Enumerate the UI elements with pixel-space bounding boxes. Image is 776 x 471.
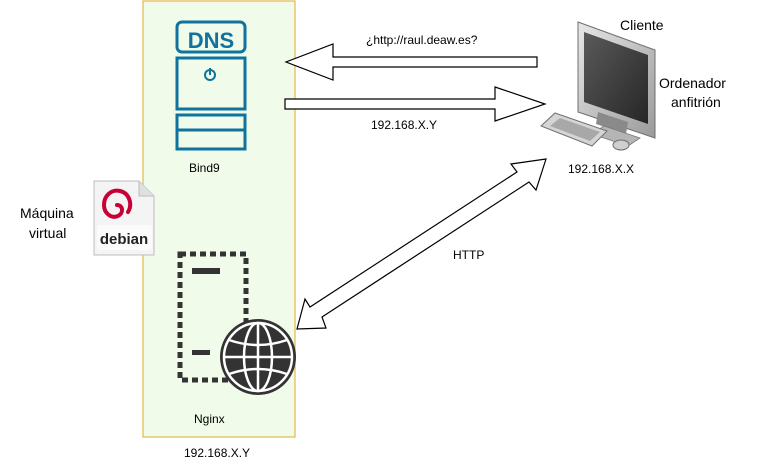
vm-label-line1: Máquina: [20, 205, 74, 221]
dns-server-name: Bind9: [189, 161, 220, 175]
dns-reply-label: 192.168.X.Y: [371, 118, 438, 132]
dns-query-arrow: [284, 43, 538, 81]
web-server-name: Nginx: [194, 412, 225, 426]
http-bidirectional-arrow: [296, 158, 547, 330]
client-role-line2: anfitrión: [671, 94, 721, 110]
dns-server-icon: [175, 20, 247, 151]
dns-badge-text: DNS: [188, 28, 234, 53]
client-title: Cliente: [620, 17, 664, 33]
dns-reply-arrow: [284, 86, 547, 122]
client-computer-icon: [540, 21, 656, 151]
vm-label-line2: virtual: [29, 225, 67, 241]
client-ip-address: 192.168.X.X: [568, 162, 635, 176]
web-server-icon: [177, 251, 296, 395]
client-role-line1: Ordenador: [659, 75, 726, 91]
vm-ip-address: 192.168.X.Y: [184, 446, 251, 460]
dns-query-label: ¿http://raul.deaw.es?: [366, 33, 478, 47]
debian-logo-text: debian: [100, 231, 148, 248]
debian-logo-icon: debian: [93, 180, 155, 256]
http-label: HTTP: [453, 248, 485, 262]
